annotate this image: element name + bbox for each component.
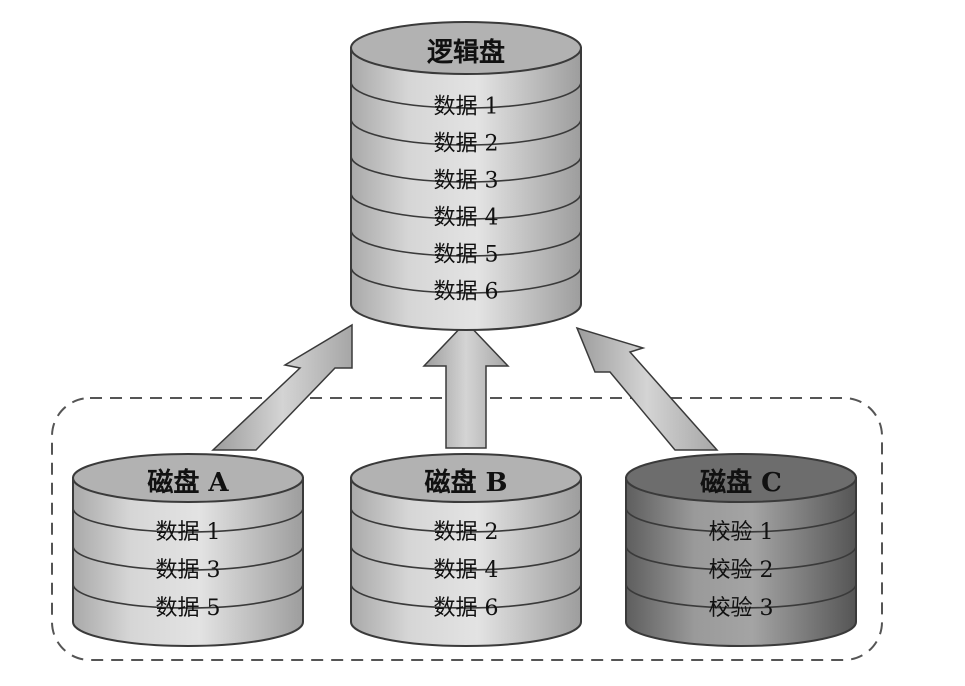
- cylinder-band-separator: [350, 155, 582, 183]
- cylinder-band-separator: [350, 118, 582, 146]
- cylinder-band-separator: [350, 229, 582, 257]
- cylinder-c: 磁盘 C 校验 1 校验 2 校验 3: [625, 453, 857, 647]
- cylinder-top: [72, 453, 304, 503]
- cylinder-row-label: 校验 3: [709, 596, 774, 621]
- cylinder-row-label: 数据 5: [434, 243, 499, 268]
- cylinder-title: 磁盘 A: [147, 467, 229, 498]
- cylinder-band-separator: [72, 545, 304, 571]
- cylinder-band-separator: [350, 507, 582, 533]
- cylinder-title: 磁盘 C: [700, 467, 782, 498]
- cylinder-top: [625, 453, 857, 503]
- arrow-disk-a-to-logical: [211, 323, 353, 451]
- cylinder-row-label: 数据 5: [156, 596, 221, 621]
- arrow-disk-c-to-logical: [575, 326, 719, 451]
- cylinder-title: 磁盘 B: [424, 467, 507, 498]
- cylinder-band-separator: [350, 266, 582, 294]
- cylinder-band-separator: [625, 583, 857, 609]
- cylinder-row-label: 数据 6: [434, 596, 499, 621]
- cylinder-row-label: 校验 1: [709, 520, 774, 545]
- cylinder-row-label: 数据 2: [434, 520, 499, 545]
- cylinder-band-separator: [350, 81, 582, 109]
- cylinder-row-label: 数据 3: [434, 169, 499, 194]
- cylinder-row-label: 数据 1: [434, 95, 499, 120]
- cylinder-a: 磁盘 A 数据 1 数据 3 数据 5: [72, 453, 304, 647]
- cylinder-band-separator: [350, 583, 582, 609]
- cylinder-row-label: 数据 3: [156, 558, 221, 583]
- cylinder-row-label: 数据 4: [434, 206, 499, 231]
- cylinder-body: [350, 477, 582, 647]
- cylinder-band-separator: [350, 192, 582, 220]
- cylinder-band-separator: [625, 507, 857, 533]
- cylinder-body: [350, 47, 582, 331]
- cylinder-body: [72, 477, 304, 647]
- cylinder-title: 逻辑盘: [427, 37, 505, 68]
- cylinder-row-label: 数据 2: [434, 132, 499, 157]
- cylinder-row-label: 数据 1: [156, 520, 221, 545]
- cylinder-band-separator: [72, 583, 304, 609]
- cylinder-band-separator: [625, 545, 857, 571]
- disk-group-dashed-border: [51, 397, 883, 661]
- cylinder-b: 磁盘 B 数据 2 数据 4 数据 6: [350, 453, 582, 647]
- cylinder-row-label: 数据 4: [434, 558, 499, 583]
- cylinder-body: [625, 477, 857, 647]
- cylinder-band-separator: [350, 545, 582, 571]
- cylinder-top: [350, 21, 582, 75]
- cylinder-band-separator: [72, 507, 304, 533]
- cylinder-row-label: 校验 2: [709, 558, 774, 583]
- cylinder-row-label: 数据 6: [434, 280, 499, 305]
- cylinder-top: [350, 453, 582, 503]
- arrow-disk-b-to-logical: [422, 320, 510, 449]
